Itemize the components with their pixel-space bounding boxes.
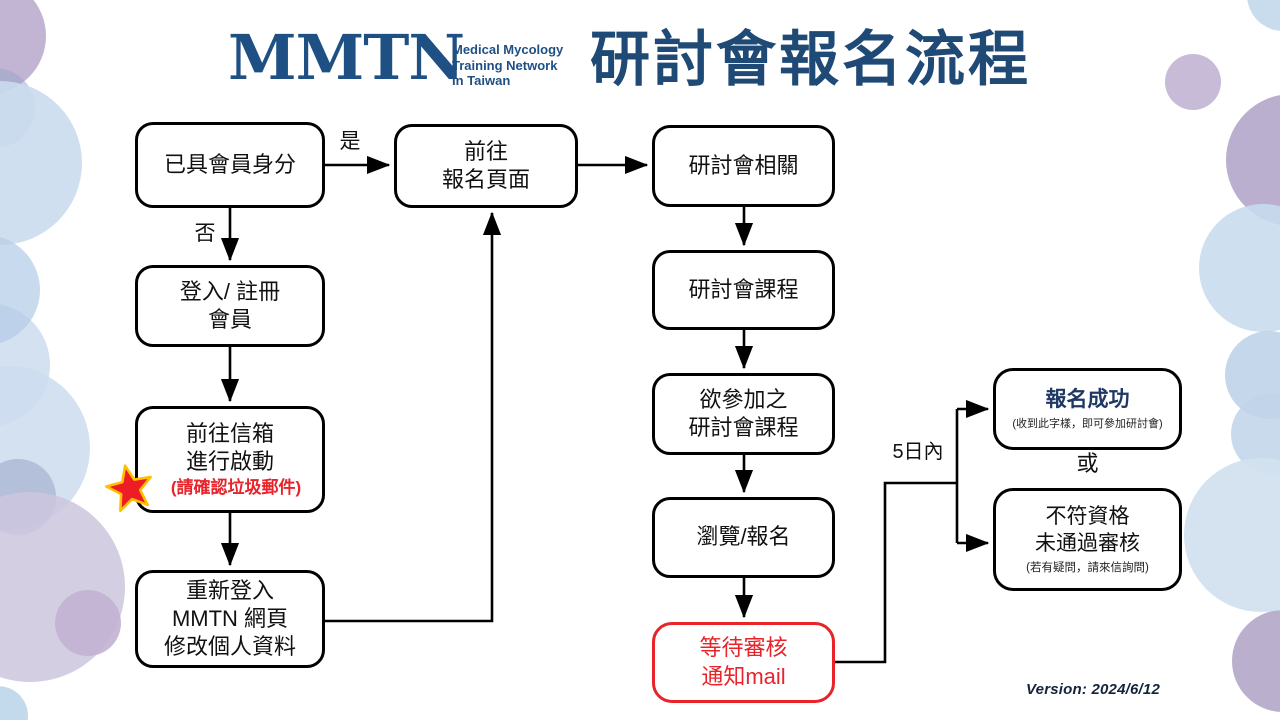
flow-node-activate-mail: 前往信箱 進行啟動 (請確認垃圾郵件): [135, 406, 325, 513]
flow-node-member-status: 已具會員身分: [135, 122, 325, 208]
node-line: 等待審核: [699, 635, 788, 661]
node-line: 前往: [463, 138, 508, 164]
mmtn-logo: MMTN: [228, 21, 465, 94]
mmtn-logo-subtitle: Medical Mycology Training Network In Tai…: [452, 42, 563, 89]
label-yes: 是: [339, 130, 361, 153]
node-line: 未通過審核: [1035, 531, 1140, 555]
flow-node-goto-register-page: 前往 報名頁面: [394, 124, 578, 208]
flow-node-not-qualified: 不符資格 未通過審核 (若有疑問，請來信詢問): [993, 488, 1182, 591]
node-line: 研討會課程: [688, 276, 799, 302]
node-line: 不符資格: [1045, 504, 1130, 528]
flow-node-register-success: 報名成功 (收到此字樣，即可參加研討會): [993, 368, 1182, 450]
success-note: (收到此字樣，即可參加研討會): [1012, 417, 1163, 430]
node-line: MMTN 網頁: [171, 605, 289, 631]
success-title: 報名成功: [1045, 388, 1130, 412]
version-text: Version: 2024/6/12: [1026, 681, 1160, 698]
node-line: 前往信箱: [185, 421, 274, 447]
flow-node-login-register: 登入/ 註冊 會員: [135, 265, 325, 347]
page-title: 研討會報名流程: [590, 26, 1031, 93]
star-icon: [105, 464, 152, 513]
node-line: 瀏覽/報名: [696, 524, 791, 550]
node-line: 重新登入: [185, 577, 274, 603]
logo-subtitle-line: Training Network: [452, 57, 558, 73]
label-or: 或: [1076, 451, 1099, 476]
node-line: 進行啟動: [185, 449, 274, 475]
node-line: 已具會員身分: [163, 151, 296, 177]
node-line: 登入/ 註冊: [179, 278, 281, 304]
node-line: 研討會相關: [688, 152, 799, 178]
logo-subtitle-line: Medical Mycology: [452, 42, 564, 57]
flow-node-seminar-course: 研討會課程: [652, 250, 835, 330]
node-line: 通知mail: [701, 663, 786, 689]
node-line: 修改個人資料: [163, 634, 296, 660]
label-within-5-days: 5日內: [892, 441, 944, 463]
flow-node-desired-course: 欲參加之 研討會課程: [652, 373, 835, 455]
node-line: 研討會課程: [688, 415, 799, 440]
flow-node-browse-register: 瀏覽/報名: [652, 497, 835, 578]
node-line: 會員: [207, 307, 252, 332]
node-line: 欲參加之: [699, 386, 788, 412]
logo-subtitle-line: In Taiwan: [452, 73, 511, 88]
flow-node-seminar-related: 研討會相關: [652, 125, 835, 207]
decor-circle: [55, 590, 121, 656]
decor-circle: [1165, 54, 1221, 110]
spam-warning-note: (請確認垃圾郵件): [170, 478, 302, 498]
fail-note: (若有疑問，請來信詢問): [1026, 561, 1149, 574]
flow-node-relogin: 重新登入 MMTN 網頁 修改個人資料: [135, 570, 325, 668]
flow-node-wait-review: 等待審核 通知mail: [652, 622, 835, 703]
node-line: 報名頁面: [441, 167, 530, 192]
label-no: 否: [194, 222, 216, 245]
